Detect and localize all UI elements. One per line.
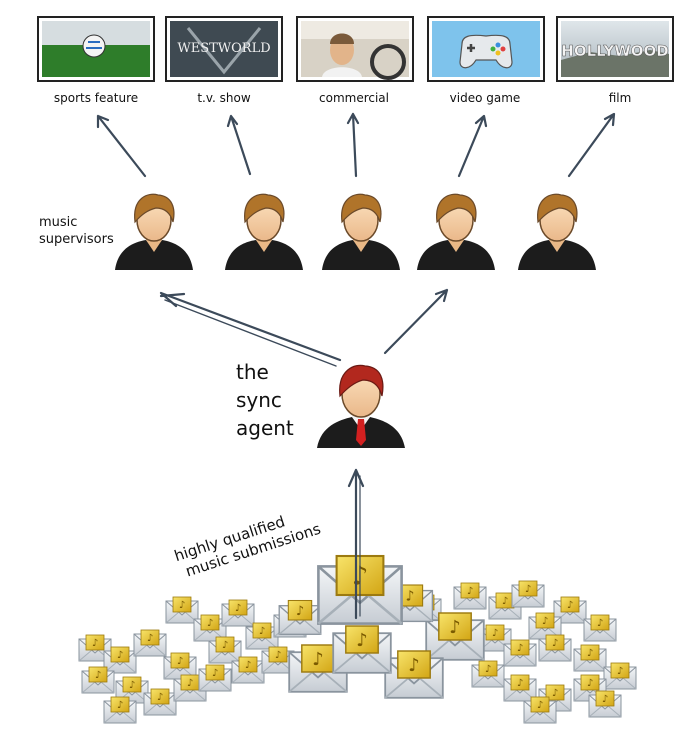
arrow-to-tv-show — [226, 114, 252, 176]
music-supervisors-label-line2: supervisors — [39, 232, 114, 247]
arrow-to-sports-feature — [96, 114, 147, 178]
sync-agent-label-line3: agent — [236, 416, 294, 440]
sync-agent-person — [317, 364, 405, 448]
destination-label-film: film — [608, 91, 632, 105]
supervisor-to-destination-arrows — [96, 112, 616, 178]
destination-video-game-image — [427, 16, 545, 82]
westworld-logo-text: WESTWORLD — [177, 41, 270, 56]
arrow-to-commercial — [346, 112, 360, 178]
destination-tv-show-image: WESTWORLD — [165, 16, 283, 82]
agent-to-supervisor-arrows — [159, 288, 449, 367]
destination-film-image: HOLLYWOOD — [556, 16, 674, 82]
hollywood-sign-text: HOLLYWOOD — [561, 42, 668, 60]
destination-label-video-game: video game — [449, 91, 521, 105]
arrow-to-video-game — [457, 114, 488, 178]
destination-commercial-image — [296, 16, 414, 82]
supervisor-person-1 — [114, 193, 194, 271]
sync-agent-label-line2: sync — [236, 388, 282, 412]
arrow-agent-to-left — [159, 291, 342, 362]
destination-sports-feature-image — [37, 16, 155, 82]
music-supervisors-label-line1: music — [39, 215, 78, 230]
sync-agent-label-line1: the — [236, 360, 269, 384]
arrow-to-film — [567, 112, 616, 178]
supervisor-person-2 — [224, 193, 304, 271]
supervisor-person-5 — [517, 193, 597, 271]
supervisor-person-4 — [416, 193, 496, 271]
submissions-to-agent-arrow — [347, 468, 365, 620]
supervisor-person-3 — [321, 193, 401, 271]
arrow-agent-to-right — [383, 288, 449, 355]
destination-label-commercial: commercial — [319, 91, 389, 105]
destination-label-tv-show: t.v. show — [197, 91, 251, 105]
destination-label-sports-feature: sports feature — [53, 91, 139, 105]
envelope-pile — [78, 554, 637, 724]
